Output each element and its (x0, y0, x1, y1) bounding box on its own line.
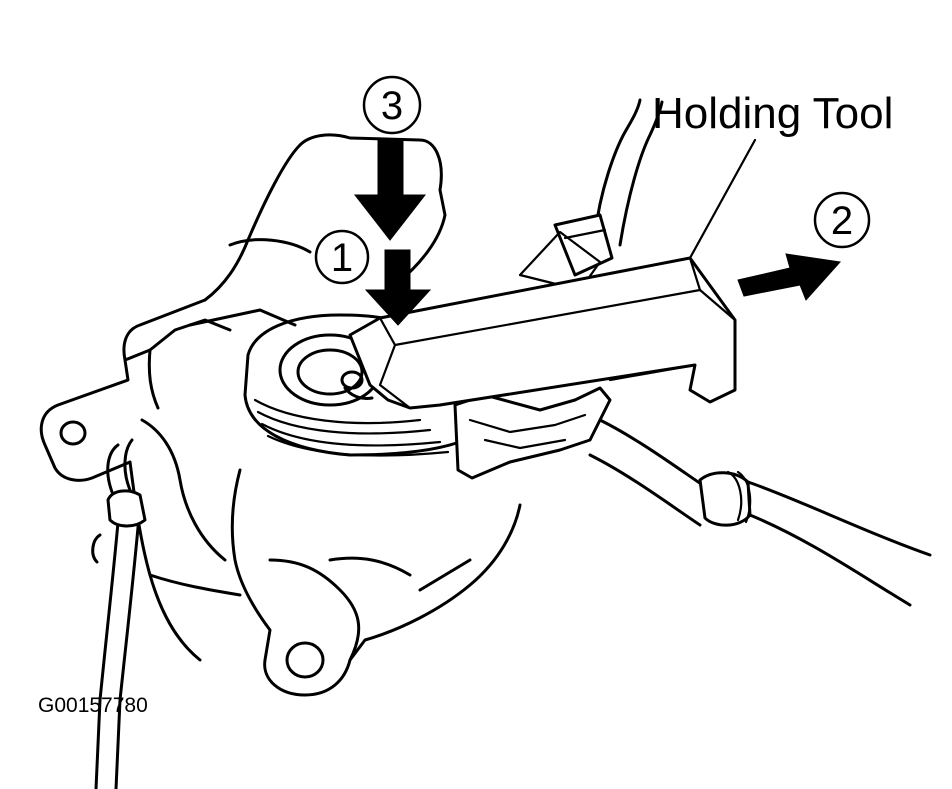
callout-1: 1 (314, 229, 370, 285)
retaining-clip (453, 386, 612, 480)
arrow-2-right (737, 253, 841, 301)
callout-3-number: 3 (381, 84, 403, 128)
callout-3: 3 (362, 75, 422, 135)
callout-1-number: 1 (331, 236, 353, 280)
holding-tool-label: Holding Tool (652, 89, 893, 138)
callout-2-number: 2 (831, 199, 853, 243)
upper-hydraulic-line (518, 98, 664, 292)
callout-2: 2 (813, 191, 871, 249)
arrow-3-down (353, 139, 427, 241)
figure-id: G00157780 (38, 694, 148, 717)
bottom-mounting-flange (230, 468, 522, 697)
tool-leader-line (688, 138, 757, 260)
arrow-1-down (364, 249, 432, 326)
left-wire (91, 438, 147, 789)
lower-hydraulic-line (588, 418, 932, 607)
